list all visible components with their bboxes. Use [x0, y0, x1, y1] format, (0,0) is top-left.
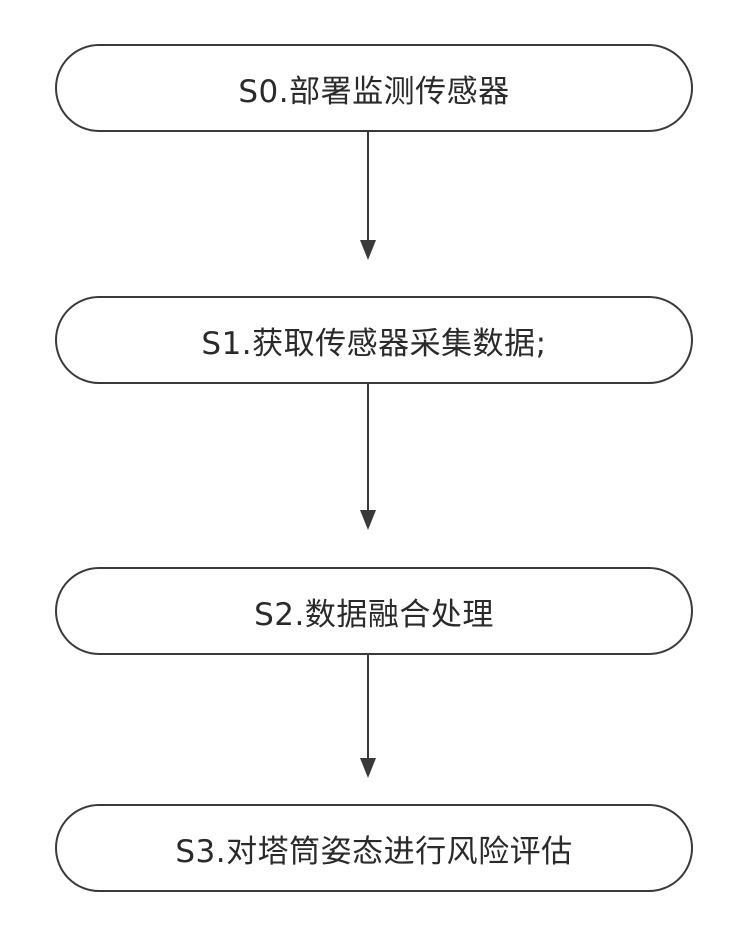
- step-s3-box: S3.对塔筒姿态进行风险评估: [55, 804, 693, 892]
- arrow-s2-to-s3: [360, 655, 376, 778]
- step-s1-label: S1.获取传感器采集数据;: [201, 318, 546, 363]
- step-s2-box: S2.数据融合处理: [55, 567, 693, 655]
- arrow-s0-to-s1: [360, 132, 376, 260]
- step-s1-box: S1.获取传感器采集数据;: [55, 296, 693, 384]
- step-s2-label: S2.数据融合处理: [254, 589, 494, 634]
- step-s3-label: S3.对塔筒姿态进行风险评估: [175, 826, 572, 871]
- arrow-s1-to-s2: [360, 384, 376, 530]
